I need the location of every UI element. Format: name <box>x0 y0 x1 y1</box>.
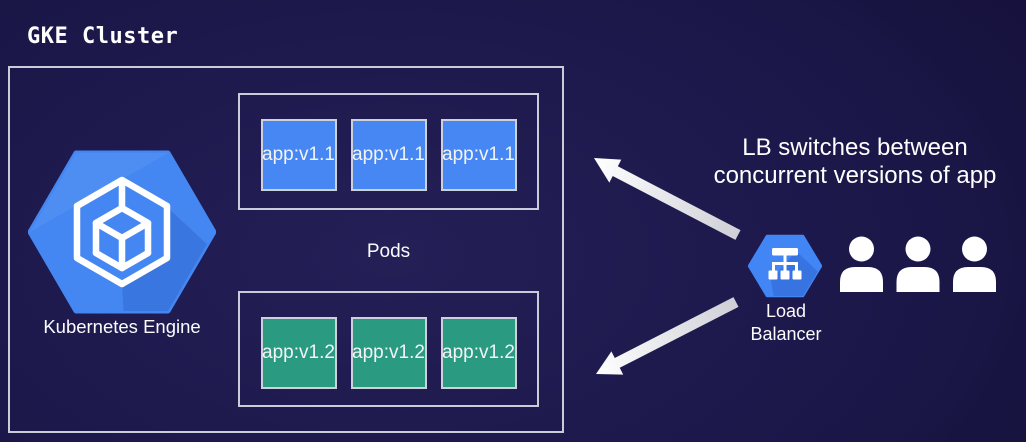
pod-app-v1-2: app:v1.2 <box>350 317 427 389</box>
arrow-to-v1-2-icon <box>596 297 739 375</box>
load-balancer-label-line1: Load <box>765 301 807 321</box>
pods-label: Pods <box>366 241 411 262</box>
load-balancer-glyph <box>768 248 802 280</box>
pod-app-v1-1: app:v1.1 <box>260 119 337 191</box>
load-balancer-hexagon-icon <box>748 234 822 298</box>
lb-annotation-text: LB switches between concurrent versions … <box>670 134 1026 190</box>
lb-annotation-line1: LB switches between <box>742 134 968 161</box>
pod-app-v1-2: app:v1.2 <box>440 317 517 389</box>
pod-app-v1-2: app:v1.2 <box>260 317 337 389</box>
users-group <box>840 236 996 292</box>
user-icon <box>896 236 940 292</box>
lb-annotation-line2: concurrent versions of app <box>713 162 997 189</box>
load-balancer-label-line2: Balancer <box>750 324 822 344</box>
kubernetes-engine-label: Kubernetes Engine <box>43 316 201 337</box>
gke-hexagon-icon <box>28 150 216 314</box>
pod-app-v1-1: app:v1.1 <box>350 119 427 191</box>
pod-app-v1-1: app:v1.1 <box>440 119 517 191</box>
load-balancer-label: Load Balancer <box>716 300 856 346</box>
page-title: GKE Cluster <box>27 24 179 49</box>
gke-cluster-box <box>8 66 564 433</box>
pods-group-v1-2-box: app:v1.2 app:v1.2 app:v1.2 <box>238 291 539 407</box>
user-icon <box>840 236 883 292</box>
user-icon <box>953 236 996 292</box>
pods-group-v1-1-box: app:v1.1 app:v1.1 app:v1.1 <box>238 93 539 210</box>
